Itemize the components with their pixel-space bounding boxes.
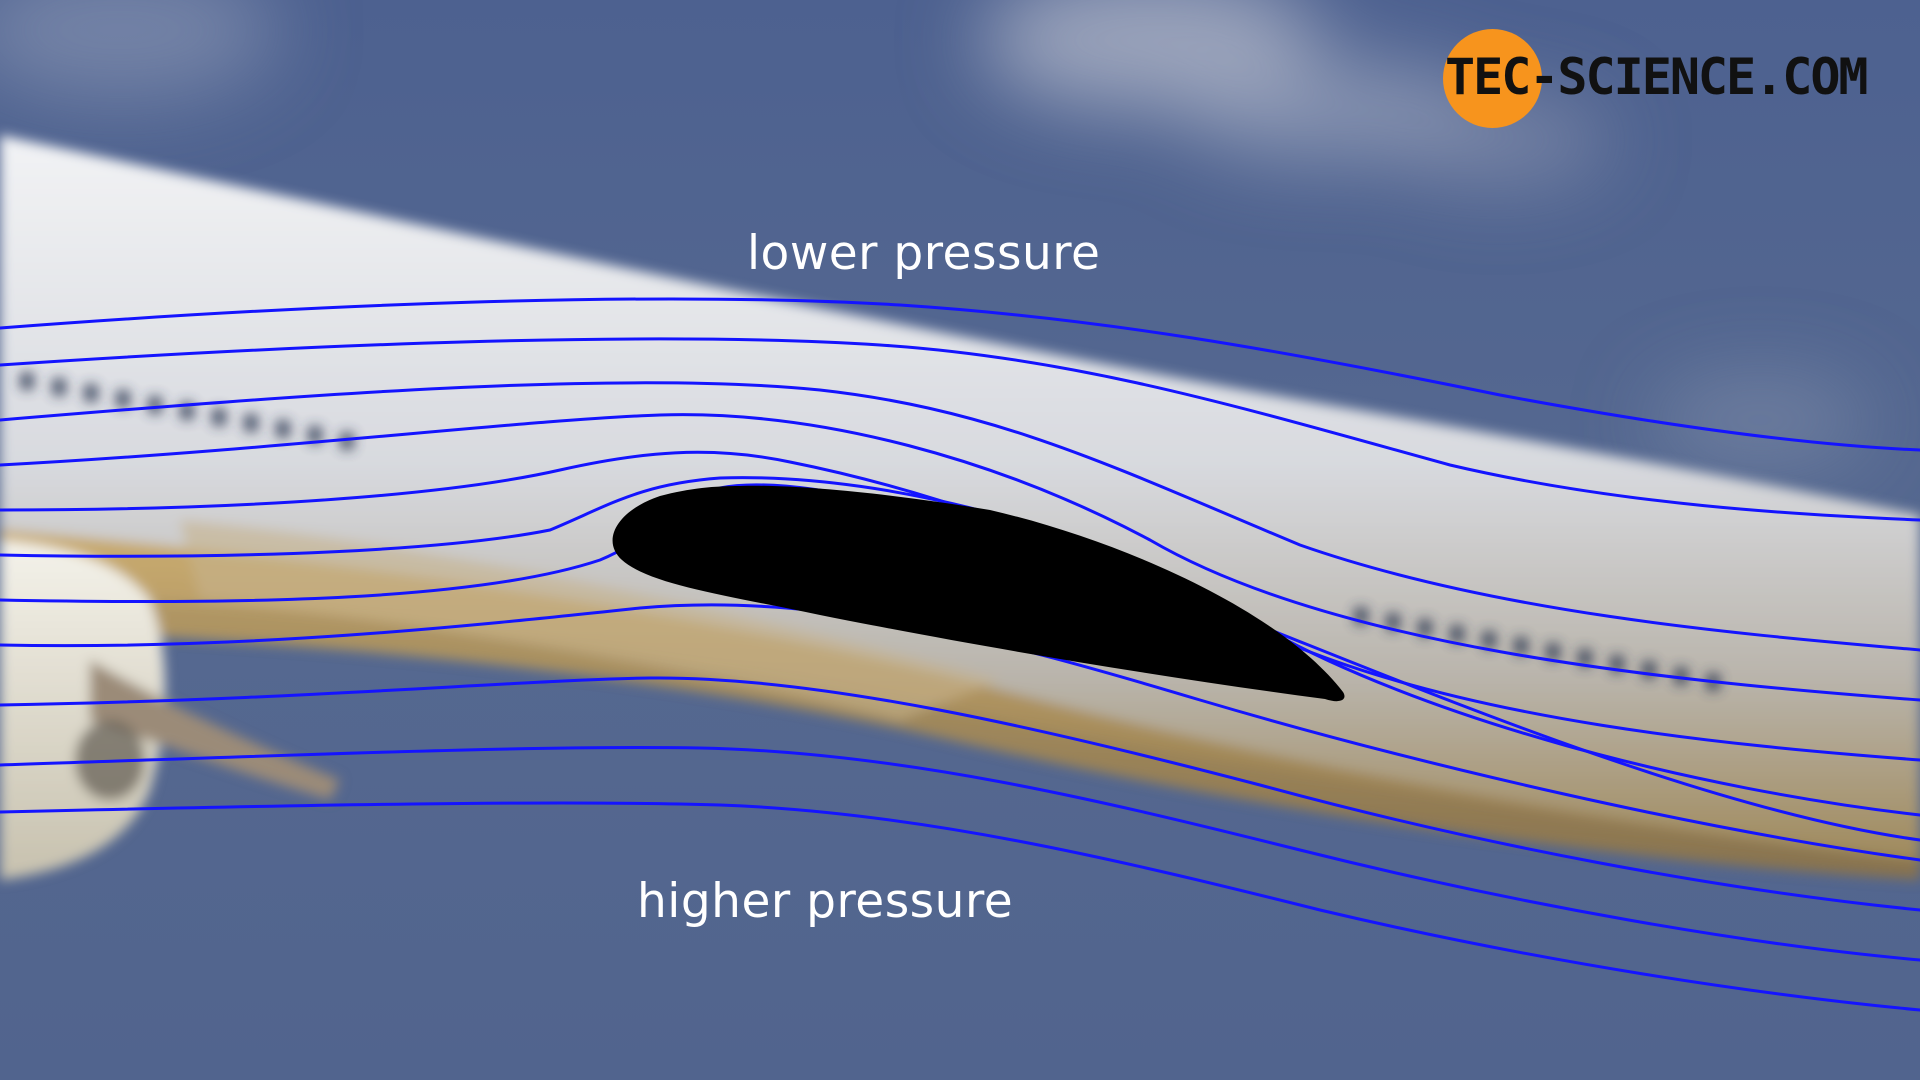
higher-pressure-label: higher pressure [637, 874, 1014, 929]
streamline [0, 450, 1920, 762]
streamline [0, 676, 1920, 912]
streamline [0, 801, 1920, 1012]
streamline [0, 476, 1920, 817]
streamline [0, 413, 1920, 702]
lower-pressure-label: lower pressure [747, 226, 1101, 281]
streamlines [0, 297, 1920, 1012]
streamline [0, 337, 1920, 522]
logo-circle [1443, 29, 1542, 128]
tec-science-logo: TEC-SCIENCE.COM [1443, 28, 1903, 128]
streamline [0, 297, 1920, 452]
cabin-windows [20, 372, 1720, 691]
streamline [0, 745, 1920, 962]
streamline [0, 381, 1920, 652]
airfoil-profile [612, 485, 1345, 702]
aircraft-fuselage [0, 135, 1920, 880]
logo-text: TEC-SCIENCE.COM [1445, 48, 1869, 106]
